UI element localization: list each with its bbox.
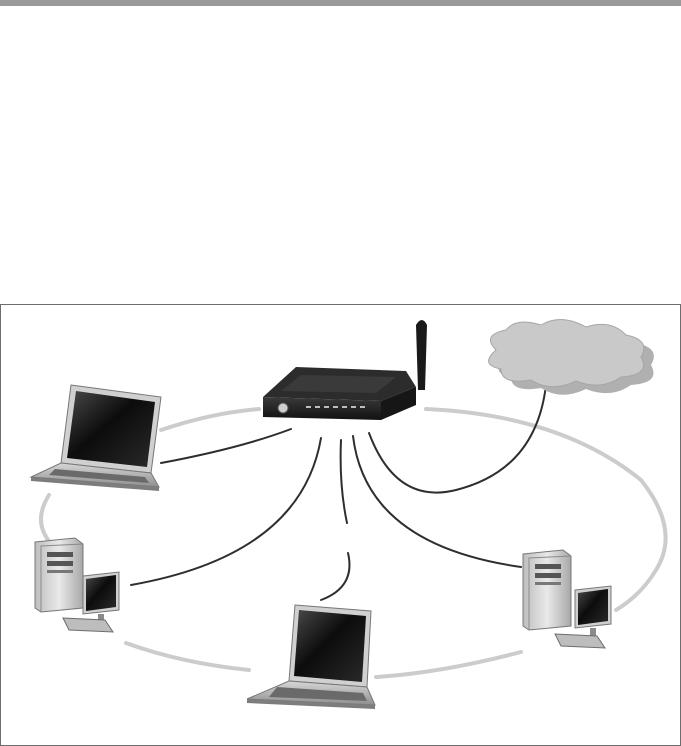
desktop-right-icon [523, 550, 611, 648]
network-diagram [0, 304, 681, 746]
laptop-left-icon [31, 385, 161, 491]
desktop-left-icon [35, 538, 119, 632]
top-divider-bar [0, 0, 681, 6]
internet-cloud-icon [489, 319, 654, 394]
network-diagram-canvas [1, 305, 680, 745]
cable-desktop-right [353, 436, 521, 567]
laptop-bottom-icon [247, 605, 375, 709]
cable-laptop-left [161, 429, 291, 463]
cable-desktop-left [131, 438, 321, 585]
cable-laptop-bottom-a [341, 440, 347, 523]
wireless-router-icon [263, 320, 427, 420]
cable-laptop-bottom-b [321, 553, 349, 600]
